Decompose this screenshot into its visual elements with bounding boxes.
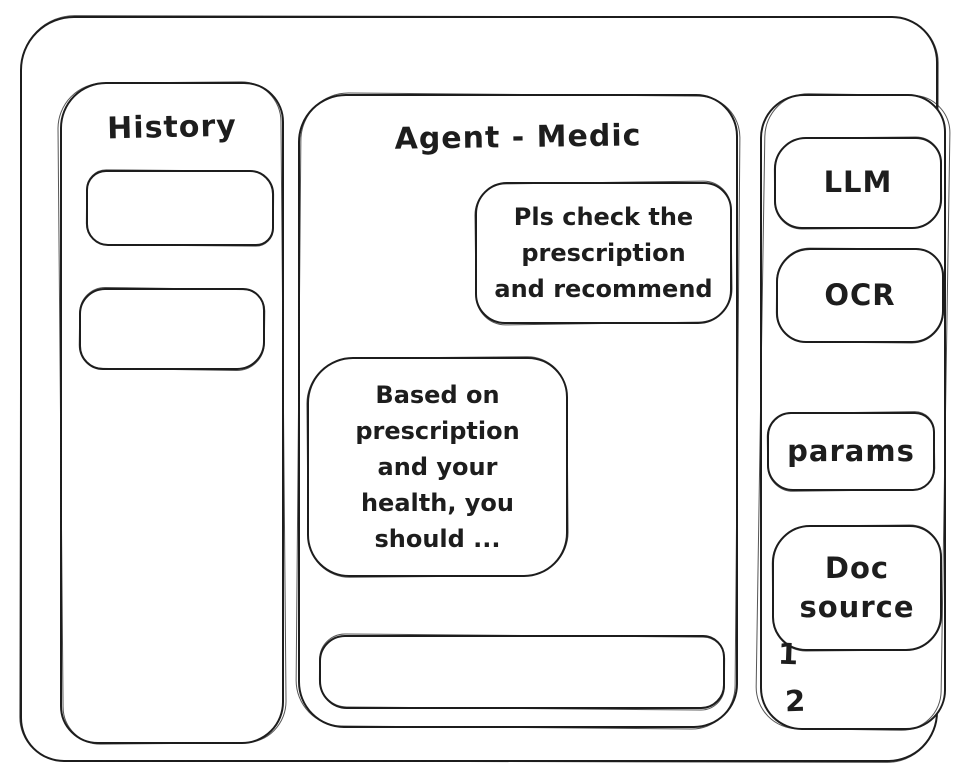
history-item[interactable] — [86, 170, 274, 246]
chat-panel: Agent - Medic Pls check the prescription… — [298, 94, 738, 728]
message-input-box[interactable] — [319, 635, 725, 709]
user-message-bubble: Pls check the prescription and recommend — [475, 182, 732, 324]
tools-panel: LLM OCR params Doc source 1 2 — [760, 94, 946, 730]
agent-message-bubble: Based on prescription and your health, y… — [307, 357, 568, 577]
tool-button-params[interactable]: params — [767, 412, 935, 491]
tool-button-label: LLM — [823, 165, 893, 200]
tool-button-doc-source[interactable]: Doc source — [772, 525, 942, 651]
doc-source-item-label: 2 — [784, 683, 806, 719]
tool-button-llm[interactable]: LLM — [774, 137, 942, 229]
history-item[interactable] — [79, 288, 265, 370]
doc-source-item-1[interactable]: 1 — [777, 637, 798, 672]
agent-message-text: Based on prescription and your health, y… — [355, 381, 520, 553]
user-message-text: Pls check the prescription and recommend — [494, 203, 713, 303]
message-input[interactable] — [321, 637, 723, 707]
tool-button-ocr[interactable]: OCR — [776, 248, 944, 343]
chat-panel-title: Agent - Medic — [394, 118, 642, 157]
doc-source-item-2[interactable]: 2 — [784, 684, 805, 719]
tool-button-label: Doc source — [799, 550, 915, 624]
tool-button-label: params — [787, 433, 915, 468]
app-window-frame: History Agent - Medic Pls check the pres… — [20, 16, 946, 762]
doc-source-item-label: 1 — [777, 636, 799, 672]
history-panel: History — [60, 82, 284, 744]
tool-button-label: OCR — [824, 277, 896, 312]
history-panel-title: History — [106, 108, 238, 147]
